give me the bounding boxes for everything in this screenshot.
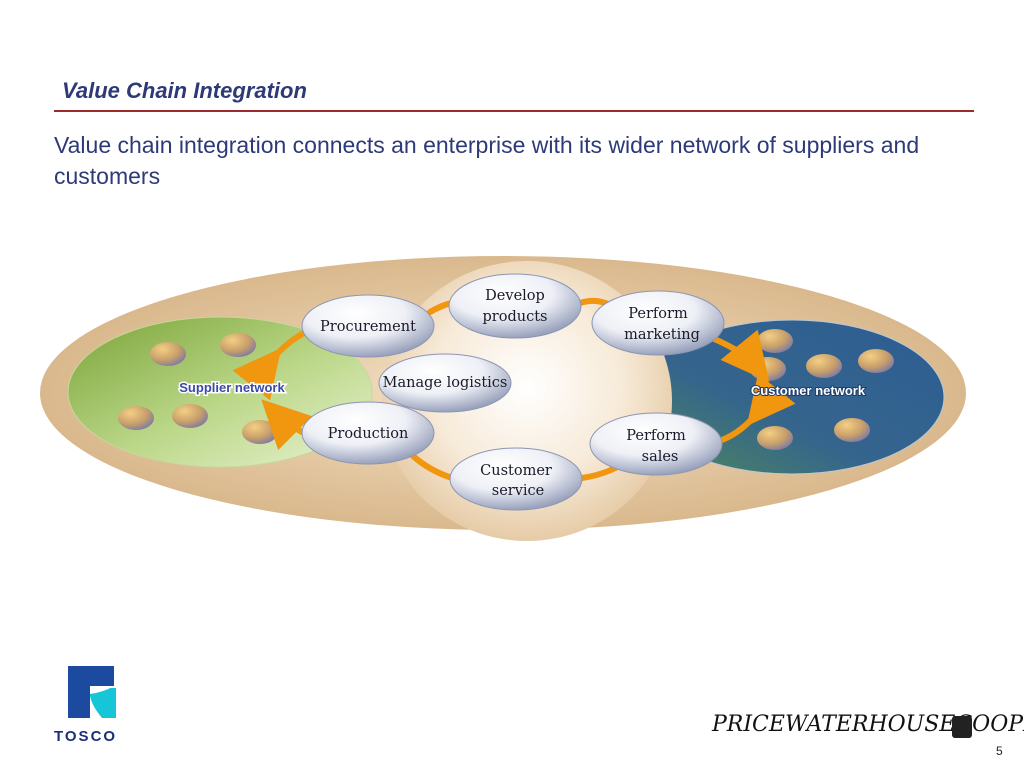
- node-label-line1: Perform: [626, 428, 686, 444]
- customer-network-label: Customer network: [751, 383, 866, 398]
- arrow-customer-to-sales: [719, 373, 796, 443]
- slide-title: Value Chain Integration: [62, 78, 307, 103]
- page-number: 5: [996, 744, 1003, 758]
- arrow-supplier-to-procurement: [232, 329, 309, 401]
- network-dot: [806, 354, 842, 378]
- network-dot: [834, 418, 870, 442]
- node-customer-service: Customer service: [449, 447, 583, 511]
- node-manage-logistics: Manage logistics: [378, 353, 512, 413]
- network-dot: [757, 329, 793, 353]
- node-bubble: [448, 273, 582, 339]
- network-dot: [118, 406, 154, 430]
- network-dot: [242, 420, 278, 444]
- network-dot: [757, 426, 793, 450]
- tosco-logo-icon: [68, 666, 116, 718]
- node-bubble: [589, 412, 723, 476]
- node-label: Procurement: [320, 319, 416, 335]
- tosco-logo-text: TOSCO: [54, 728, 118, 745]
- node-label: Manage logistics: [383, 375, 508, 391]
- arrow-marketing-to-customer: [709, 329, 770, 382]
- node-label-line2: sales: [642, 449, 679, 465]
- node-label-line1: Customer: [480, 463, 552, 479]
- node-label-line2: marketing: [624, 327, 700, 343]
- node-label-line1: Develop: [485, 288, 545, 304]
- pwc-badge-icon: [952, 716, 972, 738]
- node-label: Production: [328, 426, 409, 442]
- node-perform-sales: Perform sales: [589, 412, 723, 476]
- node-perform-marketing: Perform marketing: [591, 290, 725, 356]
- arrow-service-to-production: [409, 452, 455, 481]
- node-bubble: [301, 401, 435, 465]
- node-procurement: Procurement: [301, 294, 435, 358]
- pwc-logo-text: PRICEWATERHOUSECOOPERS: [712, 712, 1024, 737]
- network-dot: [220, 333, 256, 357]
- node-label-line2: service: [492, 483, 545, 499]
- node-label-line1: Perform: [628, 306, 688, 322]
- node-bubble: [591, 290, 725, 356]
- node-develop-products: Develop products: [448, 273, 582, 339]
- node-bubble: [449, 447, 583, 511]
- arrow-production-to-supplier: [261, 399, 313, 451]
- node-bubble: [378, 353, 512, 413]
- slide-subtitle: Value chain integration connects an ente…: [54, 132, 920, 189]
- network-dot: [150, 342, 186, 366]
- node-production: Production: [301, 401, 435, 465]
- network-dot: [172, 404, 208, 428]
- network-dot: [858, 349, 894, 373]
- title-rule: [54, 110, 974, 112]
- node-bubble: [301, 294, 435, 358]
- node-label-line2: products: [483, 309, 548, 325]
- supplier-network-label: Supplier network: [179, 380, 285, 395]
